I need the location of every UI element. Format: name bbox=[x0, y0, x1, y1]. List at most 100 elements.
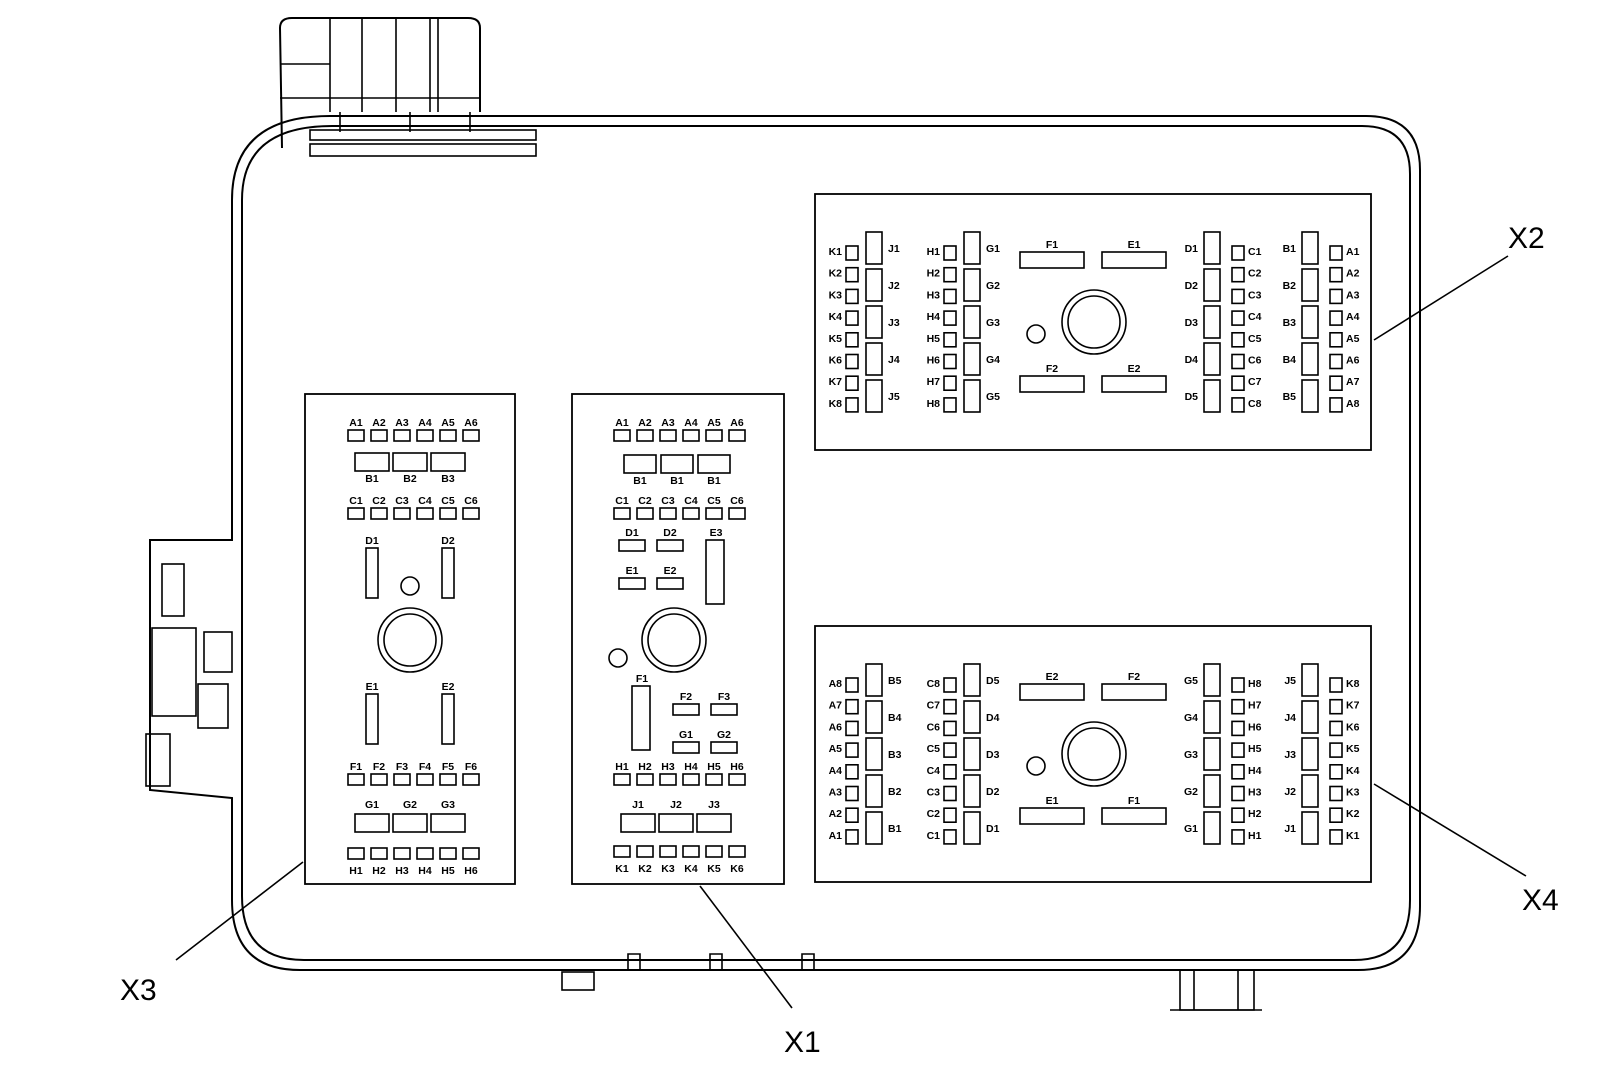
x2-pin-C4 bbox=[1231, 310, 1245, 326]
x2-label-A3: A3 bbox=[1346, 289, 1360, 301]
x2-label-C2: C2 bbox=[1248, 268, 1262, 280]
x4-pin-C3 bbox=[943, 785, 957, 802]
x4-pin-J5 bbox=[1301, 663, 1319, 697]
x2-label-H4: H4 bbox=[927, 311, 941, 323]
x2-label-H3: H3 bbox=[927, 289, 941, 301]
x2-pin-B3 bbox=[1301, 305, 1319, 339]
x3-pin-H2 bbox=[370, 847, 388, 860]
x3-pin-H3 bbox=[393, 847, 411, 860]
x1-label-H6: H6 bbox=[730, 761, 744, 773]
x1-pin-H4 bbox=[682, 773, 700, 786]
x3-pin-E1 bbox=[365, 693, 379, 745]
x1-label-J3: J3 bbox=[708, 799, 720, 811]
pl-x4-A3: A3 bbox=[829, 787, 843, 799]
pl-x2-K2: K2 bbox=[829, 268, 843, 280]
x2-label-E1: E1 bbox=[1128, 239, 1141, 251]
x3-label-C4: C4 bbox=[418, 495, 432, 507]
x2-label-G3: G3 bbox=[986, 317, 1000, 329]
x3-label-E2: E2 bbox=[442, 681, 455, 693]
x1-label-E2: E2 bbox=[664, 565, 677, 577]
x4-pin-A7 bbox=[845, 698, 859, 715]
x1-leader bbox=[699, 885, 793, 1009]
x2-label-C5: C5 bbox=[1248, 333, 1262, 345]
x2-pin-K4 bbox=[845, 310, 859, 326]
x4-label-G1: G1 bbox=[1184, 823, 1198, 835]
x2-pin-C3 bbox=[1231, 288, 1245, 305]
x1-label-C2: C2 bbox=[638, 495, 652, 507]
x2-pin-H4 bbox=[943, 310, 957, 326]
x4-label-K2: K2 bbox=[1346, 808, 1360, 820]
x2-label-D2: D2 bbox=[1185, 280, 1199, 292]
x4-label-G4: G4 bbox=[1184, 712, 1198, 724]
x4-pin-B1 bbox=[865, 811, 883, 845]
x2-label-B3: B3 bbox=[1283, 317, 1297, 329]
x4-label-C4: C4 bbox=[927, 765, 941, 777]
x4-pin-J1 bbox=[1301, 811, 1319, 845]
x1-label-D2: D2 bbox=[663, 527, 677, 539]
x4-label-J2: J2 bbox=[1284, 786, 1296, 798]
x3-pin-C4 bbox=[416, 507, 434, 520]
x4-pin-G4 bbox=[1203, 700, 1221, 734]
x2-label-C6: C6 bbox=[1248, 355, 1262, 367]
x4-pin-C5 bbox=[943, 742, 957, 758]
x4-label-J4: J4 bbox=[1284, 712, 1296, 724]
pl-x2-K8: K8 bbox=[829, 398, 843, 410]
x2-bolt-inner bbox=[1067, 295, 1121, 349]
x4-pin-A5 bbox=[845, 742, 859, 758]
x2-pin-J2 bbox=[865, 268, 883, 302]
x4-pin-H2 bbox=[1231, 807, 1245, 824]
pl-x4-A4: A4 bbox=[829, 765, 843, 777]
x4-pin-D1 bbox=[963, 811, 981, 845]
x2-pin-K5 bbox=[845, 331, 859, 348]
label-x4: X4 bbox=[1522, 884, 1559, 917]
x3-pin-B2 bbox=[392, 452, 428, 472]
x4-label-K7: K7 bbox=[1346, 700, 1360, 712]
x4-label-K6: K6 bbox=[1346, 721, 1360, 733]
x3-pin-C3 bbox=[393, 507, 411, 520]
x4-pin-D3 bbox=[963, 737, 981, 771]
x1-pin-A6 bbox=[728, 429, 746, 442]
x4-pin-D4 bbox=[963, 700, 981, 734]
x2-pin-B1 bbox=[1301, 231, 1319, 265]
x4-label-B1: B1 bbox=[888, 823, 902, 835]
x1-label-H4: H4 bbox=[684, 761, 698, 773]
x2-pin-D2 bbox=[1203, 268, 1221, 302]
x4-label-G3: G3 bbox=[1184, 749, 1198, 761]
x1-label-H2: H2 bbox=[638, 761, 652, 773]
x2-pin-F2 bbox=[1019, 375, 1085, 393]
x1-label-D1: D1 bbox=[625, 527, 639, 539]
x1-pin-C3 bbox=[659, 507, 677, 520]
x4-pin-C1 bbox=[943, 829, 957, 845]
x1-pin-J1 bbox=[620, 813, 656, 833]
x1-pin-C6 bbox=[728, 507, 746, 520]
x4-pin-H1 bbox=[1231, 829, 1245, 845]
x4-label-D2: D2 bbox=[986, 786, 1000, 798]
x1-pin-H3 bbox=[659, 773, 677, 786]
x3-pin-H6 bbox=[462, 847, 480, 860]
x3-pin-B3 bbox=[430, 452, 466, 472]
x4-label-C1: C1 bbox=[927, 830, 941, 842]
x3-pin-F5 bbox=[439, 773, 457, 786]
pl-x4-A1: A1 bbox=[829, 830, 843, 842]
x3-label-F5: F5 bbox=[442, 761, 454, 773]
x2-pin-H2 bbox=[943, 266, 957, 283]
x2-label-H7: H7 bbox=[927, 376, 941, 388]
x4-pin-J4 bbox=[1301, 700, 1319, 734]
x1-pin-H1 bbox=[613, 773, 631, 786]
x1-label-A5: A5 bbox=[707, 417, 721, 429]
x4-label-B4: B4 bbox=[888, 712, 902, 724]
x2-label-C4: C4 bbox=[1248, 311, 1262, 323]
x2-pin-H3 bbox=[943, 288, 957, 305]
x3-pin-C5 bbox=[439, 507, 457, 520]
x1-label-K6: K6 bbox=[730, 863, 744, 875]
x1-label-A6: A6 bbox=[730, 417, 744, 429]
x3-label-A2: A2 bbox=[372, 417, 386, 429]
x2-label-A6: A6 bbox=[1346, 355, 1360, 367]
x4-label-H1: H1 bbox=[1248, 830, 1262, 842]
x1-label-b1-2: B1 bbox=[707, 475, 721, 487]
x1-pin-C4 bbox=[682, 507, 700, 520]
x1-pin-J3 bbox=[696, 813, 732, 833]
x4-pin-J2 bbox=[1301, 774, 1319, 808]
x4-pin-A1 bbox=[845, 829, 859, 845]
pl-x2-K6: K6 bbox=[829, 355, 843, 367]
